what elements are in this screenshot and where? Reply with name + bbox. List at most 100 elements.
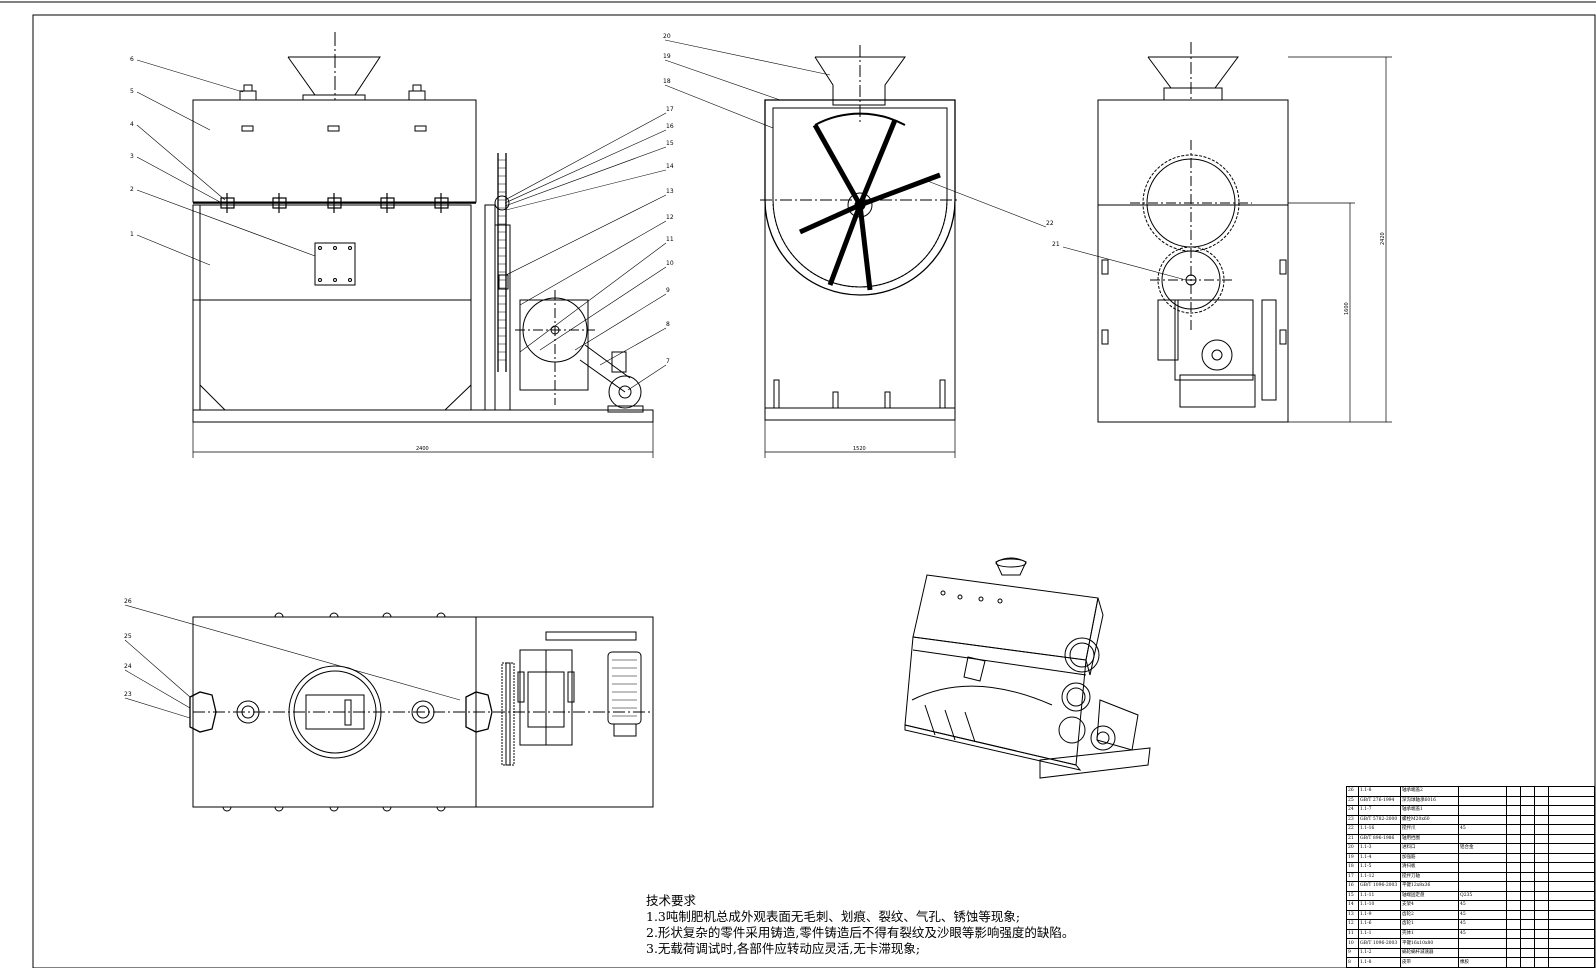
callout-16: 16 (666, 123, 674, 130)
bom-cell (1506, 862, 1521, 873)
bom-cell (1548, 824, 1595, 835)
front-dimension (192, 422, 654, 458)
bom-cell: 搅拌刀轴 (1400, 871, 1459, 883)
bom-cell: 1.1-7 (1358, 805, 1401, 816)
bom-cell: 24 (1346, 805, 1359, 816)
callout-7: 7 (666, 358, 670, 365)
callout-14: 14 (666, 163, 674, 170)
bom-cell: 1.1-6 (1358, 919, 1401, 930)
bom-cell (1458, 805, 1507, 816)
callout-9: 9 (666, 287, 670, 294)
bom-cell (1506, 852, 1521, 864)
bom-cell (1534, 881, 1549, 892)
bom-cell: 17 (1346, 871, 1359, 883)
front-view (192, 32, 654, 423)
bom-cell (1534, 786, 1549, 797)
bom-cell: 支架4 (1400, 900, 1459, 911)
bom-cell (1534, 928, 1549, 940)
bom-cell (1520, 909, 1535, 921)
callout-6: 6 (130, 56, 134, 63)
bom-cell (1520, 862, 1535, 873)
bom-cell: 1.1-12 (1358, 871, 1401, 883)
bom-cell (1548, 843, 1595, 854)
bom-cell: 1.1-9 (1358, 909, 1401, 921)
bom-cell (1534, 862, 1549, 873)
bom-cell (1548, 871, 1595, 883)
bom-cell: 壳体1 (1400, 928, 1459, 940)
bom-cell (1506, 947, 1521, 959)
bom-cell: 搅拌爪 (1400, 824, 1459, 835)
right-dimension (1288, 56, 1392, 423)
bom-cell: 20 (1346, 843, 1359, 854)
bom-cell: 1.1-8 (1358, 957, 1401, 968)
bom-cell (1548, 881, 1595, 892)
bom-cell (1506, 843, 1521, 854)
bom-cell (1506, 814, 1521, 826)
bom-cell: 18 (1346, 862, 1359, 873)
bom-cell: 11 (1346, 928, 1359, 940)
bom-cell (1534, 805, 1549, 816)
dim-right-height-total: 2420 (1380, 232, 1386, 245)
bom-cell (1506, 900, 1521, 911)
bom-cell (1520, 919, 1535, 930)
bom-cell: 清扫板 (1400, 862, 1459, 873)
bom-cell (1534, 890, 1549, 902)
callout-11: 11 (666, 236, 674, 243)
side-dimension (764, 420, 956, 458)
bom-cell: 12 (1346, 919, 1359, 930)
bom-cell: 45 (1458, 900, 1507, 911)
bom-cell: 深沟球轴承6016 (1400, 795, 1459, 807)
bom-cell: 19 (1346, 852, 1359, 864)
bom-cell (1520, 957, 1535, 968)
bom-cell (1548, 957, 1595, 968)
bom-cell (1520, 814, 1535, 826)
bom-cell: 轴用挡圈 (1400, 833, 1459, 845)
bom-cell (1506, 805, 1521, 816)
bom-cell (1506, 909, 1521, 921)
bom-cell: 皮带 (1400, 957, 1459, 968)
bom-cell: 45 (1458, 919, 1507, 930)
leader-lines (124, 39, 1187, 719)
bom-cell (1520, 928, 1535, 940)
bom-cell: 21 (1346, 833, 1359, 845)
bom-cell: 15 (1346, 890, 1359, 902)
bom-cell (1548, 938, 1595, 949)
callout-23: 23 (124, 691, 132, 698)
bom-cell: 齿轮1 (1400, 919, 1459, 930)
bom-cell (1458, 852, 1507, 864)
bom-cell (1520, 786, 1535, 797)
tech-title: 技术要求 (646, 893, 697, 908)
callout-25: 25 (124, 633, 132, 640)
bom-cell (1458, 833, 1507, 845)
bom-cell (1534, 938, 1549, 949)
bom-cell (1520, 947, 1535, 959)
bom-cell (1534, 919, 1549, 930)
bom-cell: 9 (1346, 947, 1359, 959)
bom-cell: 齿轮2 (1400, 909, 1459, 921)
bom-cell (1458, 862, 1507, 873)
bom-cell (1458, 786, 1507, 797)
callout-18: 18 (663, 78, 671, 85)
bom-cell (1458, 947, 1507, 959)
dim-right-height-lower: 1600 (1344, 302, 1350, 315)
bom-cell: 45 (1458, 824, 1507, 835)
bom-cell (1506, 871, 1521, 883)
bom-cell (1506, 795, 1521, 807)
callout-4: 4 (130, 121, 134, 128)
bom-cell (1534, 814, 1549, 826)
bom-cell (1548, 833, 1595, 845)
bom-cell (1458, 814, 1507, 826)
bom-cell: 1.1-10 (1358, 900, 1401, 911)
bom-cell (1506, 824, 1521, 835)
